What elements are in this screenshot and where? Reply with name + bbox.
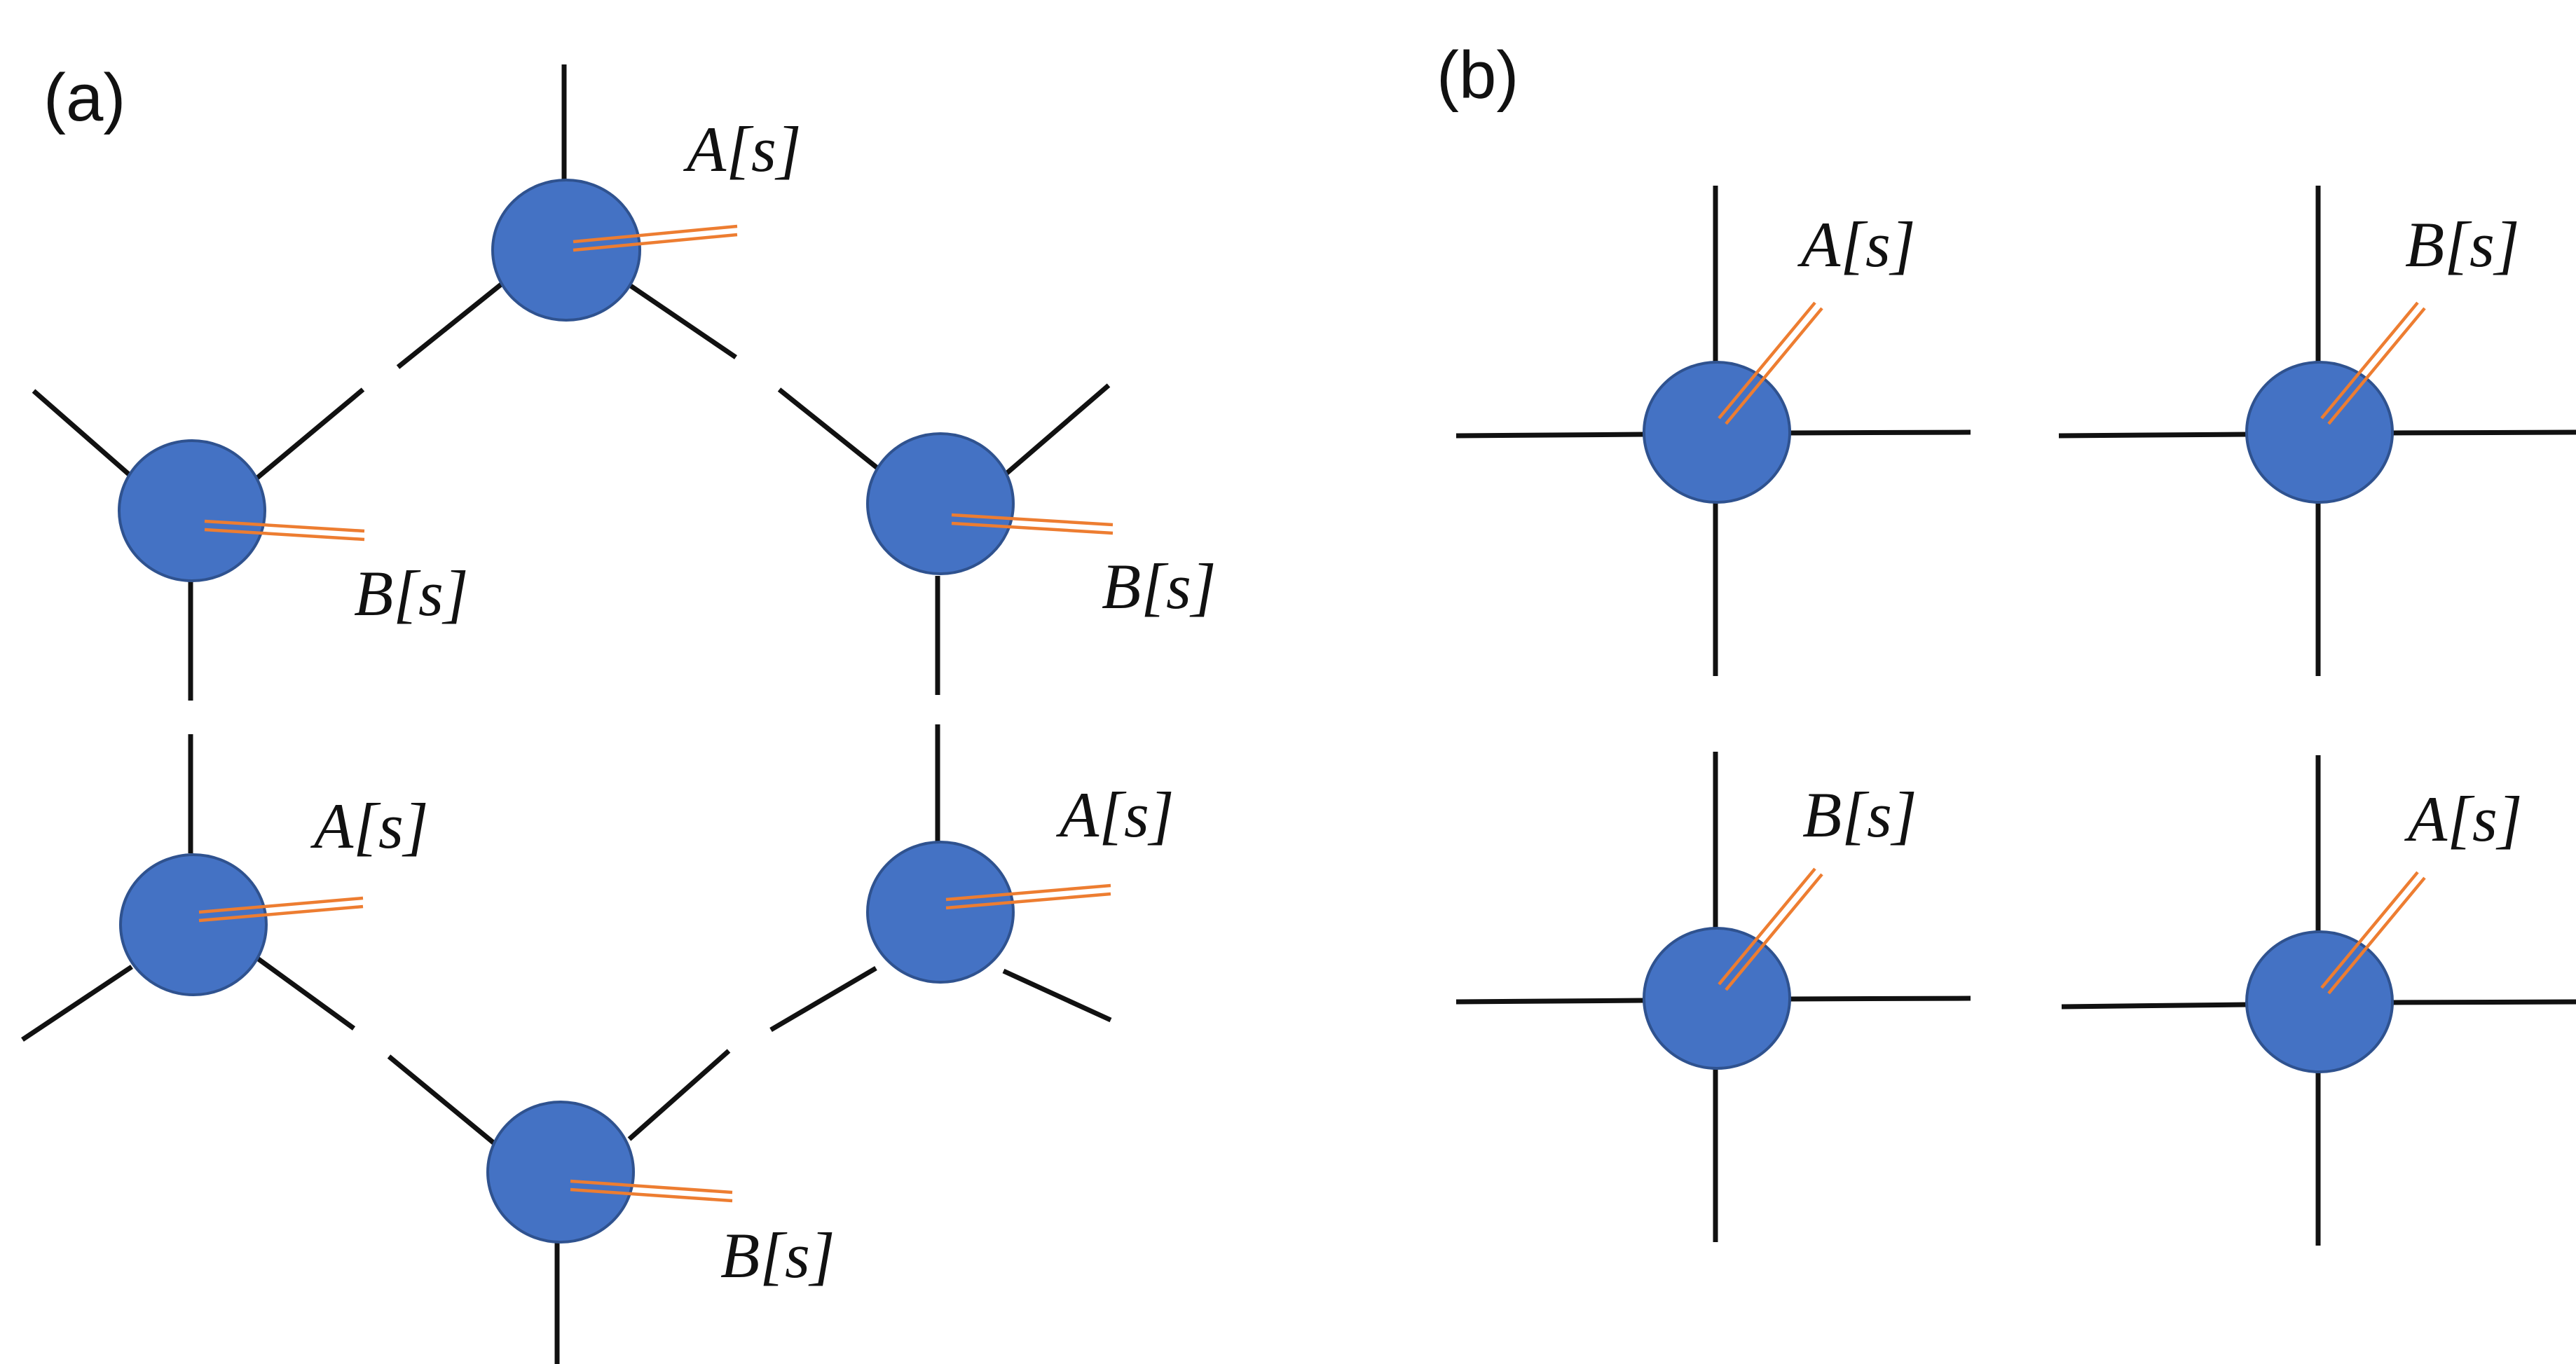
site-label: A[s]: [1797, 209, 1916, 280]
panel-a-label: (a): [43, 60, 125, 135]
bond: [21, 965, 133, 1042]
physical-leg-line: [1718, 301, 1816, 420]
physical-leg-line: [1725, 307, 1823, 425]
physical-leg-line: [951, 513, 1114, 527]
bond: [1788, 996, 1971, 1002]
physical-leg-line: [204, 528, 365, 542]
bond: [627, 1049, 731, 1141]
bond: [777, 387, 879, 470]
tensor-node: [118, 439, 266, 582]
tensor-node: [866, 841, 1015, 984]
physical-leg-line: [570, 1187, 733, 1203]
bond: [32, 389, 132, 477]
bond: [1455, 432, 1645, 439]
physical-leg-line: [204, 519, 365, 533]
tensor-site-upper-right: B[s]: [866, 432, 1217, 622]
bond: [252, 953, 356, 1031]
site-label: B[s]: [1802, 779, 1917, 850]
bond: [1004, 383, 1111, 476]
tensor-site-top-left: A[s]: [1455, 186, 1971, 676]
tensor-site-top: A[s]: [491, 113, 802, 322]
site-label: A[s]: [2404, 783, 2523, 855]
physical-leg-line: [198, 904, 364, 923]
tensor-site-top-right: B[s]: [2058, 186, 2576, 676]
site-label: B[s]: [2405, 209, 2520, 280]
site-label: A[s]: [310, 790, 429, 862]
bond: [2390, 999, 2576, 1005]
tensor-site-bottom-left: B[s]: [1455, 752, 1971, 1242]
physical-leg-line: [570, 1179, 733, 1194]
physical-leg-line: [945, 883, 1111, 902]
tensor-node: [119, 853, 268, 996]
site-label: B[s]: [1102, 551, 1217, 622]
physical-leg-line: [2327, 307, 2426, 425]
bond: [629, 284, 737, 359]
tensor-site-bottom: B[s]: [486, 1101, 835, 1291]
physical-leg-line: [2320, 871, 2419, 989]
tensor-node: [491, 179, 641, 322]
tensor-node: [486, 1101, 635, 1244]
physical-leg-line: [951, 521, 1114, 535]
panel-b: (b) A[s] B[s]: [1437, 38, 2576, 1246]
tensor-site-upper-left: B[s]: [118, 439, 469, 629]
bond: [396, 277, 510, 369]
tensor-node: [866, 432, 1015, 575]
physical-leg-line: [945, 892, 1111, 910]
panel-a-bonds: [21, 64, 1112, 1364]
site-label: B[s]: [354, 558, 469, 629]
bond: [1002, 968, 1112, 1023]
panel-a: (a) A[s]: [21, 60, 1217, 1364]
bond: [2058, 432, 2247, 439]
tensor-site-lower-left: A[s]: [119, 790, 429, 996]
bond: [387, 1054, 503, 1151]
physical-leg-line: [2327, 876, 2426, 995]
site-label: A[s]: [1055, 779, 1174, 850]
tensor-node: [2245, 361, 2394, 504]
physical-leg-line: [2320, 301, 2419, 420]
physical-leg-line: [573, 224, 738, 244]
bond: [769, 965, 877, 1033]
bond: [250, 387, 365, 484]
tensor-site-lower-right: A[s]: [866, 779, 1174, 984]
bond: [1788, 429, 1971, 436]
panel-b-label: (b): [1437, 38, 1519, 113]
site-label: A[s]: [683, 113, 802, 185]
bond: [2390, 429, 2576, 436]
physical-leg-line: [1725, 873, 1823, 991]
site-label: B[s]: [720, 1220, 835, 1291]
physical-leg-line: [1718, 867, 1816, 986]
tensor-node: [1643, 927, 1791, 1070]
tensor-node: [1643, 361, 1791, 504]
tensor-node: [2245, 930, 2394, 1073]
physical-leg-line: [198, 896, 364, 914]
bond: [2061, 1002, 2247, 1010]
physical-leg-line: [573, 233, 738, 252]
bond: [1455, 998, 1645, 1005]
tensor-site-bottom-right: A[s]: [2061, 755, 2576, 1246]
